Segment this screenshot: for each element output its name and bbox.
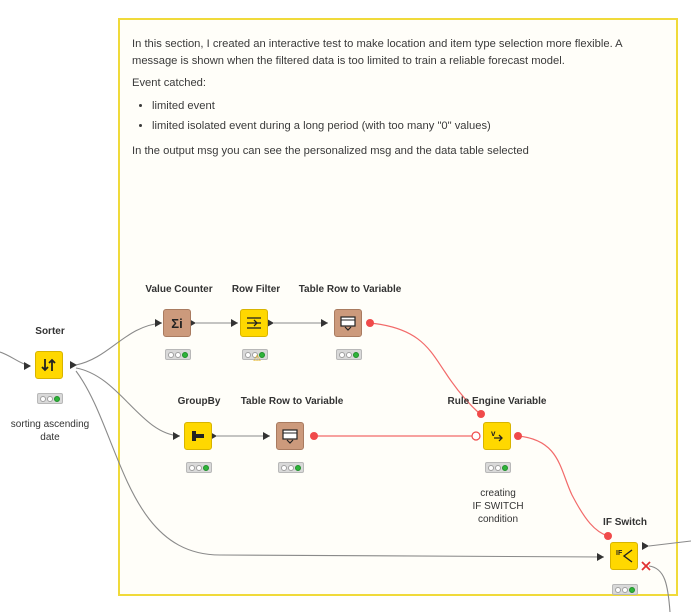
connection-arrow <box>155 319 162 327</box>
connection-arrow <box>597 553 604 561</box>
node-status-traffic-light <box>278 462 304 473</box>
node-label-value-counter[interactable]: Value Counter <box>145 284 213 295</box>
node-description-rule-engine-variable[interactable]: creating IF SWITCH condition <box>472 488 524 525</box>
output-port[interactable] <box>642 542 649 550</box>
sort-icon <box>41 358 56 372</box>
row-filter-node[interactable] <box>240 309 268 337</box>
groupby-icon <box>192 431 204 441</box>
if-switch-node[interactable]: IF <box>610 542 638 570</box>
node-label-table-row-to-variable[interactable]: Table Row to Variable <box>240 396 344 407</box>
annotation-bullet: limited isolated event during a long per… <box>152 118 652 135</box>
table-row-to-variable-node[interactable] <box>276 422 304 450</box>
connection-arrow <box>173 432 180 440</box>
connection-arrow <box>321 319 328 327</box>
node-label-sorter[interactable]: Sorter <box>35 326 65 337</box>
output-port[interactable] <box>267 319 274 327</box>
flow-variable-port[interactable] <box>604 532 612 540</box>
data-connection[interactable] <box>75 367 181 437</box>
node-status-traffic-light <box>612 584 638 595</box>
filter-rows-icon <box>247 317 261 329</box>
annotation-paragraph-1: In this section, I created an interactiv… <box>132 38 623 67</box>
svg-text:v: v <box>491 429 496 438</box>
connection-arrow <box>263 432 270 440</box>
warning-icon[interactable]: ⚠ <box>253 353 262 363</box>
output-port[interactable] <box>70 361 77 369</box>
inactive-port-cross-icon <box>641 561 651 571</box>
annotation-bullet-list: limited event limited isolated event dur… <box>132 98 652 135</box>
flow-variable-connection[interactable] <box>517 435 609 537</box>
table-variable-icon <box>340 316 356 331</box>
connection-arrow <box>24 362 31 370</box>
flow-variable-port[interactable] <box>514 432 522 440</box>
sigma-icon: Σi <box>171 315 183 331</box>
data-connection[interactable] <box>648 565 671 612</box>
rule-engine-icon: v <box>491 429 503 442</box>
flow-variable-port[interactable] <box>471 431 481 441</box>
annotation-paragraph-3: In the output msg you can see the person… <box>132 145 529 157</box>
flow-variable-port[interactable] <box>310 432 318 440</box>
node-label-rule-engine-variable[interactable]: Rule Engine Variable <box>447 396 547 407</box>
node-description-sorter[interactable]: sorting ascending date <box>10 419 90 443</box>
flow-variable-connection[interactable] <box>369 322 481 415</box>
data-connection[interactable] <box>75 322 163 366</box>
node-status-traffic-light <box>37 393 63 404</box>
annotation-paragraph-2: Event catched: <box>132 77 207 89</box>
svg-text:IF: IF <box>616 550 623 557</box>
workflow-annotation[interactable] <box>118 18 678 596</box>
node-status-traffic-light <box>336 349 362 360</box>
node-label-table-row-to-variable[interactable]: Table Row to Variable <box>298 284 402 295</box>
annotation-text: In this section, I created an interactiv… <box>132 36 652 165</box>
node-label-if-switch[interactable]: IF Switch <box>603 517 647 528</box>
connection-arrow <box>231 319 238 327</box>
node-status-traffic-light <box>186 462 212 473</box>
data-connection[interactable] <box>75 370 605 558</box>
node-label-row-filter[interactable]: Row Filter <box>231 284 281 295</box>
table-variable-icon <box>282 429 298 444</box>
node-status-traffic-light <box>242 349 268 360</box>
data-connection[interactable] <box>648 540 691 547</box>
sorter-node[interactable] <box>35 351 63 379</box>
value-counter-node[interactable]: Σi <box>163 309 191 337</box>
flow-variable-port[interactable] <box>477 410 485 418</box>
groupby-node[interactable] <box>184 422 212 450</box>
node-label-groupby[interactable]: GroupBy <box>177 396 221 407</box>
rule-engine-variable-node[interactable]: v <box>483 422 511 450</box>
if-switch-icon: IF <box>616 549 633 563</box>
node-status-traffic-light <box>165 349 191 360</box>
annotation-bullet: limited event <box>152 98 652 115</box>
node-status-traffic-light <box>485 462 511 473</box>
table-row-to-variable-node[interactable] <box>334 309 362 337</box>
flow-variable-port[interactable] <box>366 319 374 327</box>
